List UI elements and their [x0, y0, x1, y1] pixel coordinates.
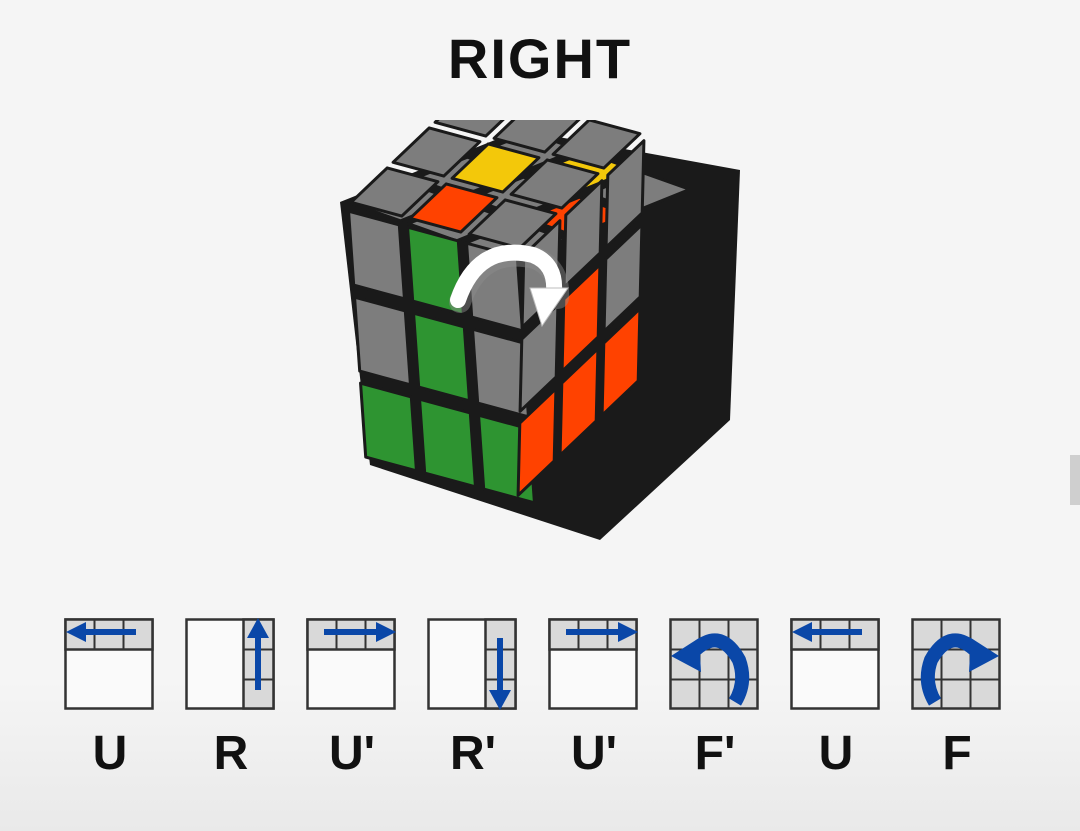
move-label: R'	[449, 727, 497, 780]
front-sticker	[418, 397, 477, 489]
top-sticker	[408, 182, 499, 234]
front-sticker	[359, 381, 418, 473]
move-item[interactable]: R	[185, 618, 277, 788]
scroll-handle[interactable]	[1070, 455, 1080, 505]
right-column-up-arrow-icon	[185, 618, 277, 712]
top-sticker	[349, 166, 440, 218]
right-sticker	[558, 347, 600, 457]
top-row-left-arrow-icon	[64, 618, 156, 712]
front-sticker	[406, 225, 465, 317]
right-column-down-arrow-icon	[427, 618, 519, 712]
face-clockwise-arrow-icon	[911, 618, 1003, 712]
top-sticker	[509, 158, 600, 210]
move-item[interactable]: F	[911, 618, 1003, 788]
top-sticker	[450, 142, 541, 194]
top-sticker	[391, 126, 482, 178]
rubiks-cube-illustration	[330, 86, 750, 550]
front-sticker	[347, 209, 406, 301]
move-label: U'	[328, 727, 376, 780]
move-item[interactable]: U'	[548, 618, 640, 788]
right-sticker	[562, 179, 604, 289]
front-sticker	[412, 311, 471, 403]
right-sticker	[516, 387, 558, 497]
move-label: U'	[570, 727, 618, 780]
top-row-left-arrow-icon	[790, 618, 882, 712]
page-title: RIGHT	[447, 27, 633, 90]
move-label: F'	[694, 727, 736, 780]
move-sequence: U R U'	[0, 618, 1080, 788]
move-item[interactable]: U'	[306, 618, 398, 788]
move-item[interactable]: U	[64, 618, 156, 788]
move-item[interactable]: R'	[427, 618, 519, 788]
cube-faces	[340, 86, 740, 540]
move-label: U	[92, 727, 128, 780]
top-row-right-arrow-icon	[306, 618, 398, 712]
right-sticker	[604, 139, 646, 249]
move-item[interactable]: F'	[669, 618, 761, 788]
top-sticker	[551, 118, 642, 170]
right-sticker	[560, 263, 602, 373]
move-label: F	[942, 727, 972, 780]
clockwise-rotation-arrow-icon	[449, 244, 570, 328]
top-row-right-arrow-icon	[548, 618, 640, 712]
move-label: U	[818, 727, 854, 780]
right-sticker	[602, 223, 644, 333]
face-counterclockwise-arrow-icon	[669, 618, 761, 712]
move-label: R	[213, 727, 249, 780]
front-sticker	[353, 295, 412, 387]
right-sticker	[600, 307, 642, 417]
move-item[interactable]: U	[790, 618, 882, 788]
